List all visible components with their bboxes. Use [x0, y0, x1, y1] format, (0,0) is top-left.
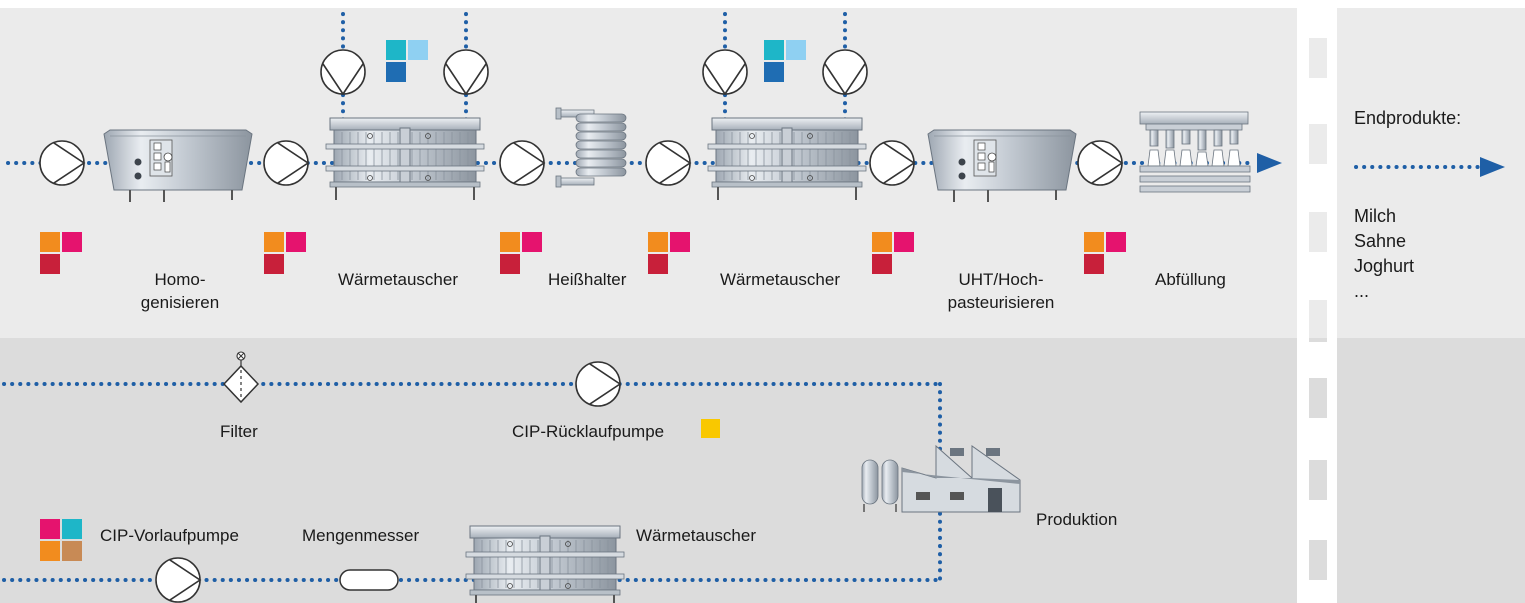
label-cip-return-pump: CIP-Rücklaufpumpe: [512, 422, 665, 441]
cip-heat-exchanger: [465, 525, 625, 603]
end-product-yogurt: Joghurt: [1354, 256, 1415, 276]
pump-6: [1077, 140, 1123, 186]
end-product-more: ...: [1354, 281, 1370, 301]
legend-cip-supply: [40, 519, 60, 539]
label-homogenize-line1: Homo-: [154, 270, 206, 289]
filling-machine: [1139, 111, 1251, 193]
label-holding-tube: Heißhalter: [548, 270, 627, 289]
product-flow-arrow: [1257, 153, 1282, 173]
label-heat-exchanger-1: Wärmetauscher: [338, 270, 458, 289]
label-homogenize: Homo- genisieren: [120, 268, 240, 314]
label-uht-line1: UHT/Hoch-: [958, 270, 1044, 289]
label-flow-meter: Mengenmesser: [302, 526, 420, 545]
label-filling: Abfüllung: [1155, 270, 1226, 289]
heating-pump-2b: [822, 49, 868, 95]
flow-meter-symbol: [339, 569, 399, 591]
label-cip-heat-exchanger: Wärmetauscher: [636, 526, 756, 545]
label-homogenize-line2: genisieren: [140, 293, 220, 312]
label-heat-exchanger-2: Wärmetauscher: [720, 270, 840, 289]
end-product-milk: Milch: [1354, 206, 1397, 226]
end-products-title: Endprodukte:: [1354, 108, 1462, 128]
label-production: Produktion: [1036, 510, 1118, 529]
cip-return-pump: [575, 361, 621, 407]
end-product-cream: Sahne: [1354, 231, 1407, 251]
legend-yellow: [701, 419, 720, 438]
holding-tube-coil: [555, 107, 627, 188]
heating-pump-1b: [443, 49, 489, 95]
pump-2: [263, 140, 309, 186]
column-dashes: [1309, 38, 1327, 338]
filter-symbol: [222, 351, 260, 404]
heating-pump-2a: [702, 49, 748, 95]
pump-1: [39, 140, 85, 186]
heating-pump-1a: [320, 49, 366, 95]
end-products-arrow: [1354, 157, 1505, 177]
label-filter: Filter: [220, 422, 258, 441]
production-building: [861, 444, 1021, 513]
product-flow-line: [6, 12, 1257, 165]
label-uht: UHT/Hoch- pasteurisieren: [926, 268, 1076, 314]
cip-band: [0, 338, 1525, 603]
pump-4: [645, 140, 691, 186]
label-uht-line2: pasteurisieren: [947, 293, 1055, 312]
label-cip-supply-pump: CIP-Vorlaufpumpe: [100, 526, 239, 545]
cip-supply-pump: [155, 557, 201, 603]
pump-5: [869, 140, 915, 186]
pump-3: [499, 140, 545, 186]
